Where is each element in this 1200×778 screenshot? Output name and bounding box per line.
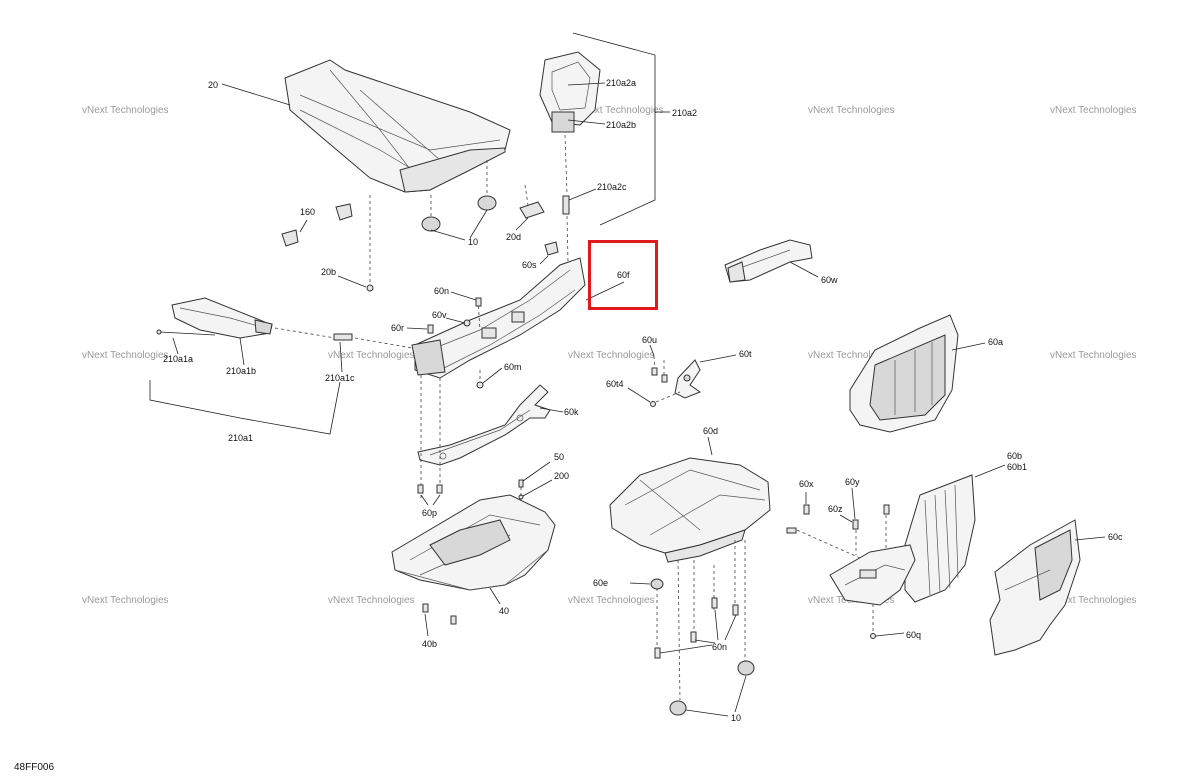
part-60t-bracket [650, 355, 702, 407]
callout-210a1a: 210a1a [163, 354, 193, 364]
callout-60t: 60t [739, 349, 752, 359]
watermark-text: vNext Technologies [328, 350, 415, 361]
callout-200: 200 [554, 471, 569, 481]
leader-20 [221, 83, 291, 106]
callout-60z: 60z [828, 504, 843, 514]
callout-60k: 60k [564, 407, 579, 417]
callout-50: 50 [554, 452, 564, 462]
part-60x-60y-60z [786, 504, 890, 639]
part-40b-screws [422, 603, 457, 625]
watermark-text: vNext Technologies [1050, 595, 1137, 606]
callout-210a2a: 210a2a [606, 78, 636, 88]
diagram-code: 48FF006 [14, 762, 54, 773]
callout-40: 40 [499, 606, 509, 616]
callout-60x: 60x [799, 479, 814, 489]
part-60a-backrest [849, 314, 959, 433]
part-60k-brace [417, 384, 551, 466]
part-60p-screws [417, 484, 443, 500]
part-60w-bracket [724, 239, 813, 283]
callout-10-top: 10 [468, 237, 478, 247]
callout-210a2: 210a2 [672, 108, 697, 118]
part-20b-screw [366, 195, 374, 292]
leader-60f [585, 281, 625, 301]
watermark-text: vNext Technologies [808, 350, 895, 361]
part-60s [544, 241, 559, 256]
part-210a1-grip [156, 297, 413, 349]
watermark-layer: vNext Technologies vNext Technologies vN… [82, 105, 1137, 606]
watermark-text: vNext Technologies [1050, 350, 1137, 361]
callout-60m: 60m [504, 362, 522, 372]
watermark-text: vNext Technologies [568, 350, 655, 361]
callout-60d: 60d [703, 426, 718, 436]
callout-210a1b: 210a1b [226, 366, 256, 376]
watermark-text: vNext Technologies [1050, 105, 1137, 116]
watermark-text: vNext Technologies [82, 105, 169, 116]
part-60n-screws-bottom [654, 540, 746, 701]
part-210a2-handle [539, 51, 601, 263]
watermark-text: vNext Technologies [82, 350, 169, 361]
watermark-text: vNext Technologies [568, 595, 655, 606]
callout-60b1: 60b1 [1007, 462, 1027, 472]
leader-210a2-bracket [572, 32, 656, 226]
part-20-seat [284, 59, 511, 193]
callout-20d: 20d [506, 232, 521, 242]
part-60f-support [411, 257, 586, 379]
watermark-text: vNext Technologies [328, 595, 415, 606]
callout-60y: 60y [845, 477, 860, 487]
callout-160: 160 [300, 207, 315, 217]
callout-60v: 60v [432, 310, 447, 320]
part-40-base [391, 494, 556, 591]
callout-60n-top: 60n [434, 286, 449, 296]
leader-210a1-bracket [149, 380, 341, 435]
callout-210a1c: 210a1c [325, 373, 355, 383]
callout-210a1: 210a1 [228, 433, 253, 443]
callout-60f: 60f [617, 270, 630, 280]
callout-60p: 60p [422, 508, 437, 518]
callout-60q: 60q [906, 630, 921, 640]
callout-60s: 60s [522, 260, 537, 270]
callout-60u: 60u [642, 335, 657, 345]
callout-20: 20 [208, 80, 218, 90]
callout-60c: 60c [1108, 532, 1123, 542]
watermark-text: vNext Technologies [808, 105, 895, 116]
callout-210a2b: 210a2b [606, 120, 636, 130]
part-60n-screw-top [475, 297, 482, 331]
callout-20b: 20b [321, 267, 336, 277]
callout-60n-bottom: 60n [712, 642, 727, 652]
callout-210a2c: 210a2c [597, 182, 627, 192]
callout-60b: 60b [1007, 451, 1022, 461]
part-60m [476, 370, 484, 389]
part-60r [427, 324, 434, 334]
part-60d-passenger-seat [609, 457, 771, 563]
watermark-text: vNext Technologies [82, 595, 169, 606]
callout-60r: 60r [391, 323, 404, 333]
callout-60e: 60e [593, 578, 608, 588]
part-20d-bracket [519, 184, 545, 219]
callout-60t4: 60t4 [606, 379, 624, 389]
callout-60w: 60w [821, 275, 838, 285]
part-160-clip [281, 203, 353, 247]
callout-60a: 60a [988, 337, 1003, 347]
part-10-grommet-top [421, 160, 497, 232]
part-10-grommet-bottom [669, 660, 755, 716]
callout-10-bottom: 10 [731, 713, 741, 723]
part-60c-cover [989, 519, 1081, 656]
part-60b-frame [829, 474, 976, 606]
watermark-text: vNext Technologies [577, 105, 664, 116]
part-60e [650, 578, 664, 590]
callout-40b: 40b [422, 639, 437, 649]
highlight-box-60f[interactable] [588, 240, 658, 310]
